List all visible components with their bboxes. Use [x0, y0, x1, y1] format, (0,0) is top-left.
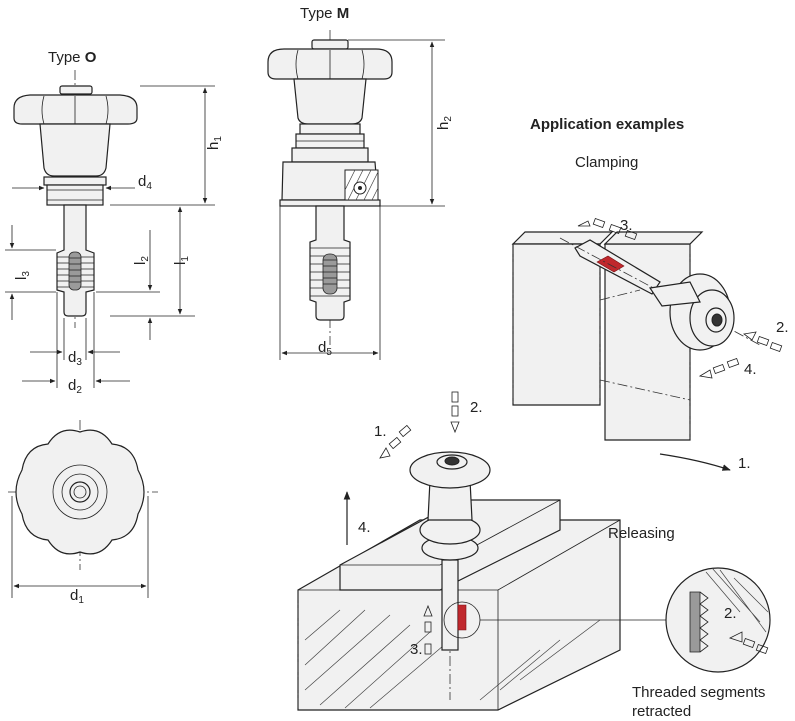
dim-d4: d4 [138, 173, 152, 192]
type-o-title: Type O [48, 49, 97, 66]
dim-l3: l3 [13, 271, 32, 280]
threaded-caption-line2: retracted [632, 703, 691, 720]
release-step-3: 3. [410, 641, 423, 658]
dim-d2: d2 [68, 377, 82, 396]
clamp-step-4: 4. [744, 361, 757, 378]
detail-step-2: 2. [724, 605, 737, 622]
clamping-label: Clamping [575, 154, 638, 171]
dim-l2: l2 [132, 256, 151, 265]
dim-h2: h2 [435, 116, 454, 130]
dim-d5: d5 [318, 339, 332, 358]
dim-d3: d3 [68, 349, 82, 368]
releasing-label: Releasing [608, 525, 675, 542]
threaded-caption-line1: Threaded segments [632, 684, 765, 701]
release-step-1: 1. [374, 423, 387, 440]
type-m-side-view [267, 30, 393, 345]
release-step-2: 2. [470, 399, 483, 416]
clamp-step-1: 1. [738, 455, 751, 472]
type-o-dimensions [5, 85, 215, 388]
clamp-step-2: 2. [776, 319, 789, 336]
application-title: Application examples [530, 116, 684, 133]
type-m-title: Type M [300, 5, 349, 22]
clamping-illustration [511, 217, 783, 471]
dim-l1: l1 [172, 256, 191, 265]
type-m-dimensions [279, 39, 445, 360]
dim-d1: d1 [70, 587, 84, 606]
knob-top-view [8, 420, 158, 598]
clamp-step-3: 3. [620, 217, 633, 234]
dim-h1: h1 [205, 136, 224, 150]
releasing-illustration [297, 391, 771, 711]
type-o-side-view [13, 70, 138, 328]
release-step-4: 4. [358, 519, 371, 536]
